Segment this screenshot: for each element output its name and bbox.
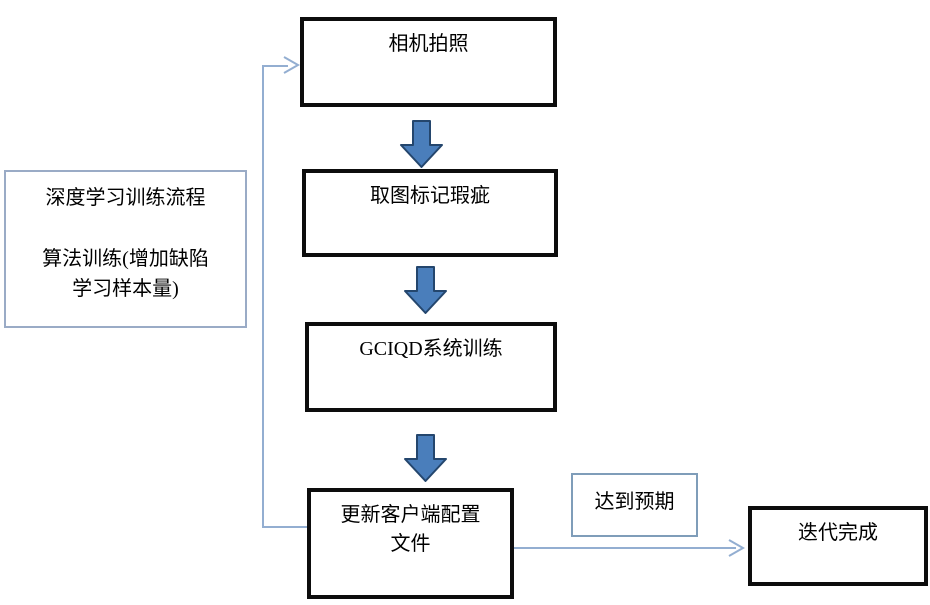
flow-node-mark-defects-label: 取图标记瑕疵 [370,185,490,207]
feedback-connector-line [262,65,307,528]
down-block-arrow-shape [404,266,447,314]
flow-node-system-training: GCIQD系统训练 [305,322,557,412]
condition-label: 达到预期 [594,491,675,513]
down-block-arrow-icon [404,266,447,314]
flow-node-camera: 相机拍照 [300,17,557,107]
flow-node-update-config: 更新客户端配置 文件 [307,488,514,599]
process-note-box: 深度学习训练流程 算法训练(增加缺陷 学习样本量) [4,170,247,328]
flow-node-update-config-line2: 文件 [390,533,431,555]
flow-node-iteration-done: 迭代完成 [748,506,928,586]
process-note-line3: 学习样本量) [72,278,179,300]
process-note-line1: 深度学习训练流程 [45,187,206,209]
feedback-arrowhead-icon [283,56,301,74]
done-arrowhead-icon [728,539,746,557]
down-block-arrow-shape [400,120,443,168]
process-note-line2: 算法训练(增加缺陷 [42,248,209,270]
condition-label-box: 达到预期 [571,473,698,537]
flow-node-system-training-label: GCIQD系统训练 [359,338,503,360]
flow-node-update-config-line1: 更新客户端配置 [340,504,481,526]
down-block-arrow-icon [404,434,447,482]
down-block-arrow-icon [400,120,443,168]
flow-node-camera-label: 相机拍照 [388,33,469,55]
down-block-arrow-shape [404,434,447,482]
flow-node-iteration-done-label: 迭代完成 [798,522,878,544]
flow-node-mark-defects: 取图标记瑕疵 [302,169,558,257]
